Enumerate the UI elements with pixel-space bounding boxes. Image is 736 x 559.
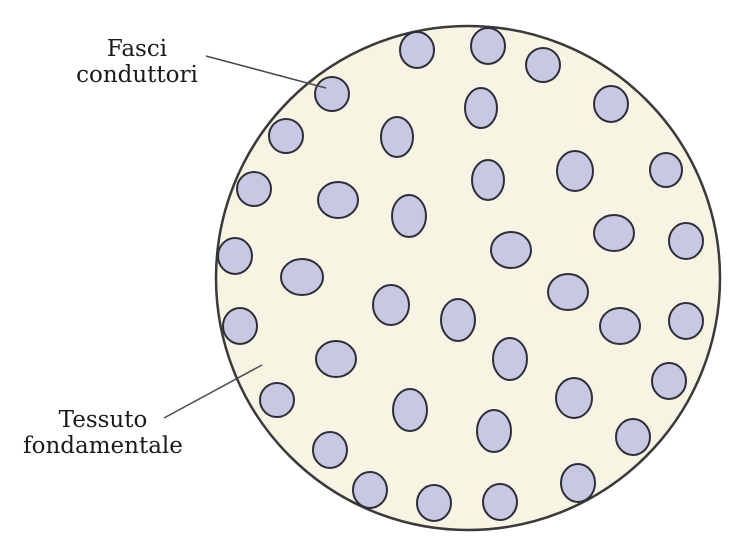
vascular-bundle [314, 76, 350, 112]
vascular-bundle [470, 27, 506, 65]
ground-tissue-leader-line [163, 364, 263, 419]
vascular-bundle [599, 307, 641, 345]
vascular-bundle [464, 87, 498, 129]
vascular-bundle [399, 31, 435, 69]
vascular-bundle [236, 171, 272, 207]
vascular-bundle [315, 340, 357, 378]
vascular-bundle [259, 382, 295, 418]
ground-tissue-label: Tessuto fondamentale [8, 407, 198, 459]
vascular-bundle [222, 307, 258, 345]
vascular-bundle [392, 388, 428, 432]
vascular-bundle [372, 284, 410, 326]
vascular-bundle [547, 273, 589, 311]
vascular-bundle [525, 47, 561, 83]
vascular-bundle [593, 214, 635, 252]
vascular-bundles-leader-line [205, 55, 327, 89]
stem-cross-section [214, 24, 722, 532]
vascular-bundle [649, 152, 683, 188]
vascular-bundles-label-line-1: Fasci [106, 36, 168, 62]
vascular-bundle [471, 159, 505, 201]
vascular-bundle [416, 484, 452, 522]
vascular-bundle [317, 181, 359, 219]
vascular-bundle [280, 258, 324, 296]
vascular-bundle [560, 463, 596, 503]
vascular-bundle [380, 116, 414, 158]
ground-tissue-label-line-1: Tessuto [58, 407, 148, 433]
vascular-bundles-group [217, 27, 704, 522]
ground-tissue-label-line-2: fondamentale [23, 433, 183, 459]
vascular-bundles-label: Fasci conduttori [62, 36, 212, 88]
vascular-bundle [556, 150, 594, 192]
vascular-bundle [555, 377, 593, 419]
vascular-bundle [268, 118, 304, 154]
vascular-bundle [651, 362, 687, 400]
vascular-bundle [312, 431, 348, 469]
vascular-bundle [615, 418, 651, 456]
vascular-bundle [352, 471, 388, 509]
vascular-bundle [668, 302, 704, 340]
vascular-bundle [391, 194, 427, 238]
vascular-bundle [593, 85, 629, 123]
vascular-bundle [490, 231, 532, 269]
vascular-bundle [217, 237, 253, 275]
vascular-bundle [440, 298, 476, 342]
vascular-bundle [668, 222, 704, 260]
vascular-bundles-label-line-2: conduttori [76, 62, 198, 88]
vascular-bundle [492, 337, 528, 381]
vascular-bundle [476, 409, 512, 453]
vascular-bundle [482, 483, 518, 521]
